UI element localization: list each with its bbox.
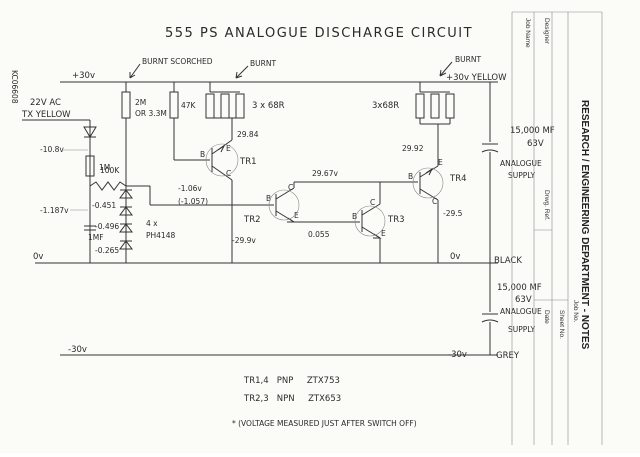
v-0-055: 0.055 xyxy=(308,230,330,239)
note-burnt-2: BURNT xyxy=(455,55,481,64)
tr1-label: TR1 xyxy=(239,157,257,167)
tr1-pin-e: E xyxy=(226,144,231,153)
tr4-pin-e: E xyxy=(438,158,443,167)
panel-date: Date xyxy=(543,310,550,324)
tr2-body xyxy=(268,189,300,221)
diode-3 xyxy=(119,223,133,233)
label-22vac: 22V AC xyxy=(30,98,61,108)
note-line-2: TR2,3 NPN ZTX653 xyxy=(243,394,341,404)
resistor-68r-b xyxy=(220,93,230,119)
v-minus1-057: (-1.057) xyxy=(178,197,208,206)
resistor-68r-e xyxy=(430,93,440,119)
label-diodes: 4 x xyxy=(146,219,158,228)
resistor-100k xyxy=(89,181,150,191)
tr1-body xyxy=(205,143,239,177)
resistor-68r-f xyxy=(445,93,455,119)
label-100k: 100K xyxy=(100,166,120,175)
resistor-47k xyxy=(169,91,179,119)
resistor-1m xyxy=(85,155,95,177)
cap-top-label-1: ANALOGUE xyxy=(500,159,542,168)
label-minus30-right: -30v xyxy=(448,350,467,360)
v-minus1-06: -1.06v xyxy=(178,184,202,193)
tr3-pin-e: E xyxy=(381,229,386,238)
cap-bot-label-1: ANALOGUE xyxy=(500,307,542,316)
cap-bot-voltage: 63V xyxy=(515,295,532,305)
tr4-pin-c: C xyxy=(432,197,437,206)
v-minus0-496: -0.496 xyxy=(95,222,119,231)
tr3-pin-b: B xyxy=(352,212,357,221)
arrow-burnt-2 xyxy=(439,61,453,77)
tr3-pin-c: C xyxy=(370,198,375,207)
label-2m: 2M xyxy=(135,98,146,107)
v-minus29-5: -29.5 xyxy=(443,209,463,218)
diode-input xyxy=(83,126,97,138)
panel-designer: Designer xyxy=(543,18,550,45)
arrow-burnt-1 xyxy=(235,65,249,79)
cap-top-voltage: 63V xyxy=(527,139,544,149)
note-burnt-1: BURNT xyxy=(250,59,276,68)
resistor-68r-c xyxy=(235,93,245,119)
label-tx-yellow: TX YELLOW xyxy=(21,110,71,120)
tr4-pin-b: B xyxy=(408,172,413,181)
tr3-label: TR3 xyxy=(387,215,405,225)
label-or-33m: OR 3.3M xyxy=(135,109,167,118)
cap-top-label-2: SUPPLY xyxy=(508,171,535,180)
tr1-pin-b: B xyxy=(200,150,205,159)
cap-bot-label-2: SUPPLY xyxy=(508,325,535,334)
tr4-label: TR4 xyxy=(449,174,467,184)
tr4-body xyxy=(412,167,444,199)
v-29-84: 29.84 xyxy=(237,130,259,139)
resistor-68r-a xyxy=(205,93,215,119)
label-plus30: +30v xyxy=(72,71,95,81)
v-29-67: 29.67v xyxy=(312,169,338,178)
cap-top-plate-b xyxy=(481,149,499,153)
label-grey: GREY xyxy=(496,351,520,361)
label-3x68r-left: 3 x 68R xyxy=(252,101,285,111)
label-ph4148: PH4148 xyxy=(146,231,175,240)
cap-bot-plate-b xyxy=(481,319,499,323)
label-zero-right: 0v xyxy=(450,252,460,262)
label-1m: 1M xyxy=(99,163,110,172)
tr2-pin-c: C xyxy=(288,183,293,192)
note-line-1: TR1,4 PNP ZTX753 xyxy=(243,376,340,386)
cap-top-value: 15,000 MF xyxy=(510,126,555,136)
label-1mf: 1MF xyxy=(88,233,104,242)
panel-job-no: Job No. xyxy=(572,300,579,323)
v-29-92: 29.92 xyxy=(402,144,424,153)
diode-4 xyxy=(119,240,133,250)
panel-drwg-ref: Drwg. Ref. xyxy=(543,190,550,221)
label-black: BLACK xyxy=(494,256,522,266)
resistor-68r-d xyxy=(415,93,425,119)
v-minus0-451: -0.451 xyxy=(92,201,116,210)
tr2-pin-b: B xyxy=(266,194,271,203)
tr3-body xyxy=(354,205,386,237)
tr2-pin-e: E xyxy=(294,211,299,220)
v-minus29-9: -29.9v xyxy=(232,236,256,245)
v-minus0-265: -0.265 xyxy=(95,246,119,255)
tr1-pin-c: C xyxy=(226,169,231,178)
arrow-burnt-scorched xyxy=(129,63,141,79)
note-footnote: * (VOLTAGE MEASURED JUST AFTER SWITCH OF… xyxy=(232,419,417,428)
label-3x68r-right: 3x68R xyxy=(372,101,399,111)
tr2-label: TR2 xyxy=(243,215,261,225)
sheet-code: KC06608 xyxy=(10,70,19,104)
diode-2 xyxy=(119,206,133,216)
v-minus1-187: -1.187v xyxy=(40,206,69,215)
label-47k: 47K xyxy=(181,101,197,110)
v-minus10-8: -10.8v xyxy=(40,145,64,154)
note-burnt-scorched: BURNT SCORCHED xyxy=(142,57,213,66)
panel-job-name: Job Name xyxy=(524,18,531,48)
diagram-title: 555 PS ANALOGUE DISCHARGE CIRCUIT xyxy=(165,26,473,41)
resistor-2m xyxy=(121,91,131,119)
panel-heading: RESEARCH / ENGINEERING DEPARTMENT - NOTE… xyxy=(579,100,590,350)
cap-bot-value: 15,000 MF xyxy=(497,283,542,293)
label-minus30-left: -30v xyxy=(68,345,87,355)
label-zero-left: 0v xyxy=(33,252,43,262)
diode-1 xyxy=(119,189,133,199)
label-plus30-yellow: +30v YELLOW xyxy=(446,73,507,83)
panel-sheet-no: Sheet No. xyxy=(558,310,565,339)
